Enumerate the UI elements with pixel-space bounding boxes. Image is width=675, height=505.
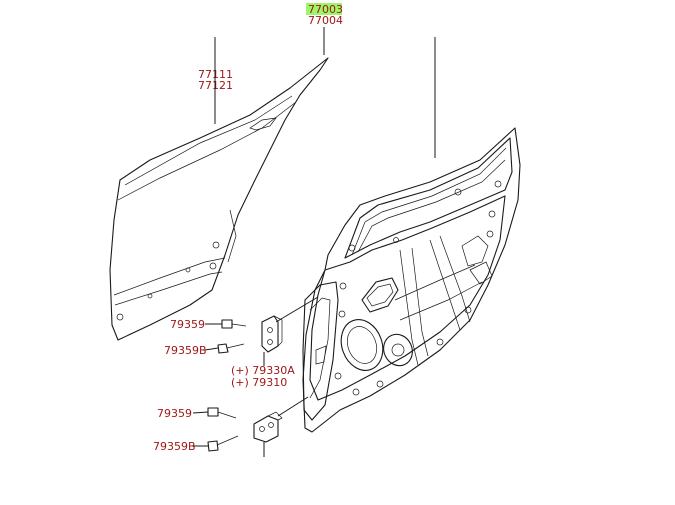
part-number-79330a[interactable]: (+) 79330A [231,364,295,377]
part-number-77003[interactable]: 77003 [308,3,343,16]
outer-door-panel [109,57,329,341]
part-number-highlight [306,3,342,15]
part-number-79359b-upper[interactable]: 79359B [164,344,207,357]
lower-hinge [253,411,283,443]
lower-bolt-b [207,435,239,452]
upper-hinge [261,315,283,353]
upper-bolt-b [217,343,245,354]
part-number-77004[interactable]: 77004 [308,14,343,27]
part-number-79359-lower[interactable]: 79359 [157,407,192,420]
inner-door-assembly [302,127,521,433]
lower-bolt [207,407,237,419]
part-number-79359-upper[interactable]: 79359 [170,318,205,331]
upper-bolt [221,319,247,329]
leader-lines [192,27,436,457]
part-number-79359b-lower[interactable]: 79359B [153,440,196,453]
part-number-79310[interactable]: (+) 79310 [231,376,287,389]
